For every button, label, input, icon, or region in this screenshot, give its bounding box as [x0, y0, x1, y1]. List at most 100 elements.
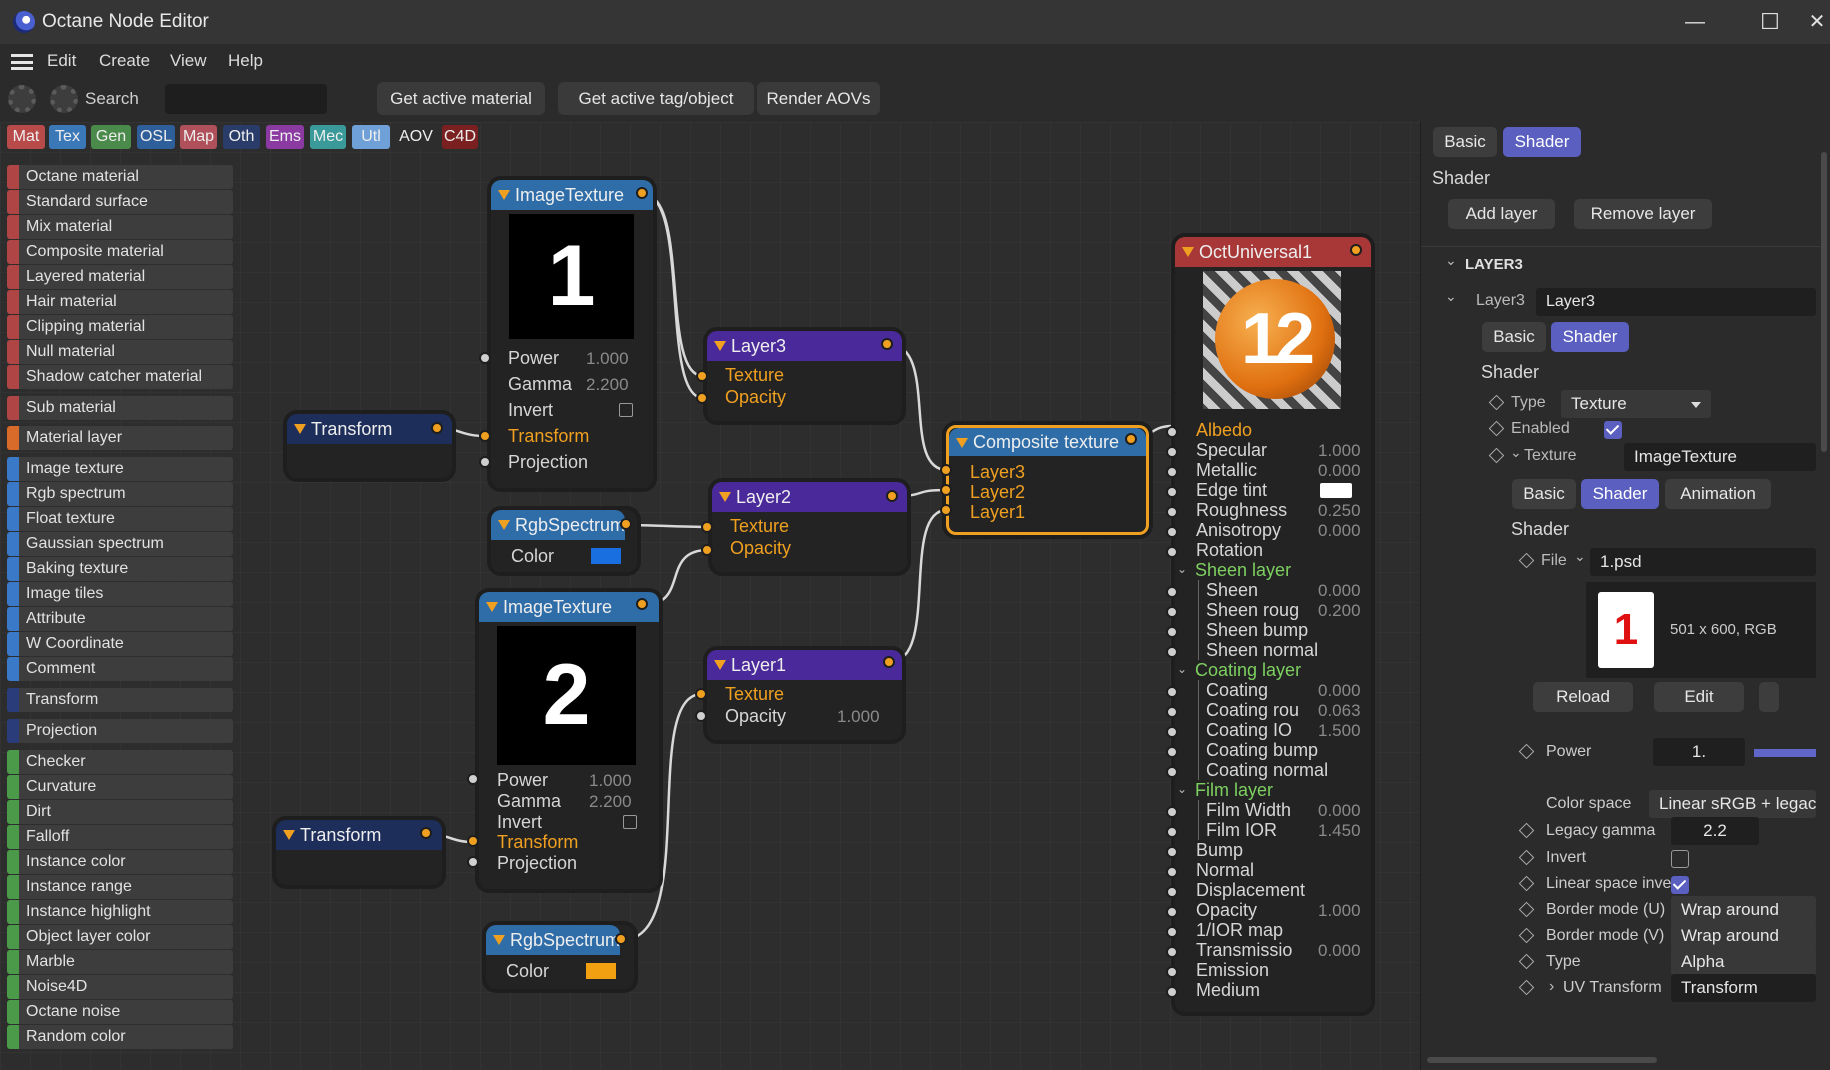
category-tab-utl[interactable]: Utl — [352, 125, 390, 149]
border-mode-u-select[interactable]: Wrap around — [1671, 896, 1816, 924]
library-item[interactable]: Baking texture — [7, 557, 233, 581]
output-pin[interactable] — [420, 827, 432, 839]
oct-universal-node[interactable]: OctUniversal1 12 — [1175, 237, 1371, 1012]
library-item[interactable]: Falloff — [7, 825, 233, 849]
library-item[interactable]: Curvature — [7, 775, 233, 799]
invert-checkbox[interactable] — [1671, 850, 1689, 868]
keyframe-diamond-icon[interactable] — [1518, 743, 1535, 760]
transform-node-1[interactable]: Transform — [287, 414, 452, 478]
vertical-scrollbar[interactable] — [1821, 152, 1827, 452]
library-item[interactable]: Instance range — [7, 875, 233, 899]
tab-basic-2[interactable]: Basic — [1482, 322, 1546, 352]
input-pin[interactable] — [479, 456, 491, 468]
output-pin[interactable] — [636, 187, 648, 199]
uv-transform-field[interactable]: Transform — [1671, 974, 1816, 1002]
library-item[interactable]: Marble — [7, 950, 233, 974]
library-item[interactable]: Null material — [7, 340, 233, 364]
texture-link-field[interactable]: ImageTexture — [1624, 443, 1816, 471]
library-item[interactable]: Float texture — [7, 507, 233, 531]
input-pin[interactable] — [1166, 806, 1178, 818]
keyframe-diamond-icon[interactable] — [1518, 552, 1535, 569]
tab-shader[interactable]: Shader — [1503, 127, 1581, 157]
category-tab-ems[interactable]: Ems — [266, 125, 304, 149]
render-aovs-button[interactable]: Render AOVs — [757, 82, 880, 115]
search-input[interactable] — [165, 84, 327, 114]
chevron-right-icon[interactable]: › — [1549, 978, 1555, 995]
library-item[interactable]: Transform — [7, 688, 233, 712]
settings-alt-gear-icon[interactable] — [50, 85, 78, 113]
overflow-button[interactable] — [1759, 682, 1779, 712]
keyframe-diamond-icon[interactable] — [1488, 394, 1505, 411]
keyframe-diamond-icon[interactable] — [1488, 420, 1505, 437]
input-pin[interactable] — [1166, 746, 1178, 758]
input-pin[interactable] — [1166, 446, 1178, 458]
category-tab-osl[interactable]: OSL — [137, 125, 175, 149]
category-tab-gen[interactable]: Gen — [91, 125, 131, 149]
library-item[interactable]: Random color — [7, 1025, 233, 1049]
chevron-down-icon[interactable]: ⌄ — [1445, 252, 1457, 268]
library-item[interactable]: Attribute — [7, 607, 233, 631]
output-pin[interactable] — [1125, 433, 1137, 445]
library-item[interactable]: Mix material — [7, 215, 233, 239]
output-pin[interactable] — [620, 518, 632, 530]
input-pin[interactable] — [1166, 506, 1178, 518]
enabled-checkbox[interactable] — [1604, 421, 1622, 439]
tab-shader-2[interactable]: Shader — [1551, 322, 1629, 352]
output-pin[interactable] — [636, 598, 648, 610]
category-tab-tex[interactable]: Tex — [49, 125, 86, 149]
category-tab-map[interactable]: Map — [180, 125, 217, 149]
input-pin[interactable] — [1166, 946, 1178, 958]
input-pin[interactable] — [940, 464, 952, 476]
color-swatch[interactable] — [591, 548, 621, 564]
input-pin[interactable] — [1166, 966, 1178, 978]
input-pin[interactable] — [696, 392, 708, 404]
input-pin[interactable] — [940, 504, 952, 516]
library-item[interactable]: W Coordinate — [7, 632, 233, 656]
remove-layer-button[interactable]: Remove layer — [1574, 199, 1712, 229]
type-select-2[interactable]: Alpha — [1671, 948, 1816, 976]
file-path-field[interactable]: 1.psd — [1590, 548, 1816, 576]
library-item[interactable]: Layered material — [7, 265, 233, 289]
output-pin[interactable] — [431, 422, 443, 434]
library-item[interactable]: Instance highlight — [7, 900, 233, 924]
input-pin[interactable] — [1166, 426, 1178, 438]
chevron-down-icon[interactable]: ⌄ — [1177, 562, 1188, 576]
library-item[interactable]: Material layer — [7, 426, 233, 450]
power-slider[interactable] — [1754, 749, 1816, 757]
input-pin[interactable] — [1166, 646, 1178, 658]
reload-button[interactable]: Reload — [1533, 682, 1633, 712]
invert-checkbox[interactable] — [623, 815, 637, 829]
type-select[interactable]: Texture — [1561, 390, 1711, 418]
layer3-node[interactable]: Layer3 Texture Opacity — [707, 331, 902, 421]
chevron-down-icon[interactable]: ⌄ — [1574, 548, 1586, 564]
input-pin[interactable] — [696, 370, 708, 382]
output-pin[interactable] — [886, 490, 898, 502]
library-item[interactable]: Checker — [7, 750, 233, 774]
library-item[interactable]: Sub material — [7, 396, 233, 420]
rgb-spectrum-node-1[interactable]: RgbSpectrum Color — [491, 510, 637, 572]
border-mode-v-select[interactable]: Wrap around — [1671, 922, 1816, 950]
tab-basic-3[interactable]: Basic — [1512, 479, 1576, 509]
input-pin[interactable] — [1166, 586, 1178, 598]
library-item[interactable]: Image texture — [7, 457, 233, 481]
input-pin[interactable] — [1166, 626, 1178, 638]
menu-view[interactable]: View — [170, 51, 207, 70]
layer-name-field[interactable]: Layer3 — [1536, 288, 1816, 316]
get-active-material-button[interactable]: Get active material — [377, 82, 545, 115]
chevron-down-icon[interactable]: ⌄ — [1510, 444, 1522, 460]
category-tab-oth[interactable]: Oth — [223, 125, 260, 149]
input-pin[interactable] — [1166, 706, 1178, 718]
tab-shader-3[interactable]: Shader — [1581, 479, 1659, 509]
category-tab-mec[interactable]: Mec — [310, 125, 346, 149]
input-pin[interactable] — [479, 430, 491, 442]
linear-space-invert-checkbox[interactable] — [1671, 876, 1689, 894]
color-space-select[interactable]: Linear sRGB + legacy — [1649, 790, 1816, 818]
input-pin[interactable] — [467, 835, 479, 847]
keyframe-diamond-icon[interactable] — [1518, 953, 1535, 970]
composite-texture-node[interactable]: Composite texture Layer3 Layer2 Layer1 — [946, 425, 1149, 535]
input-pin[interactable] — [1166, 486, 1178, 498]
rgb-spectrum-node-2[interactable]: RgbSpectrum Color — [486, 925, 634, 989]
library-item[interactable]: Hair material — [7, 290, 233, 314]
chevron-down-icon[interactable]: ⌄ — [1177, 662, 1188, 676]
category-tab-c4d[interactable]: C4D — [442, 125, 478, 149]
